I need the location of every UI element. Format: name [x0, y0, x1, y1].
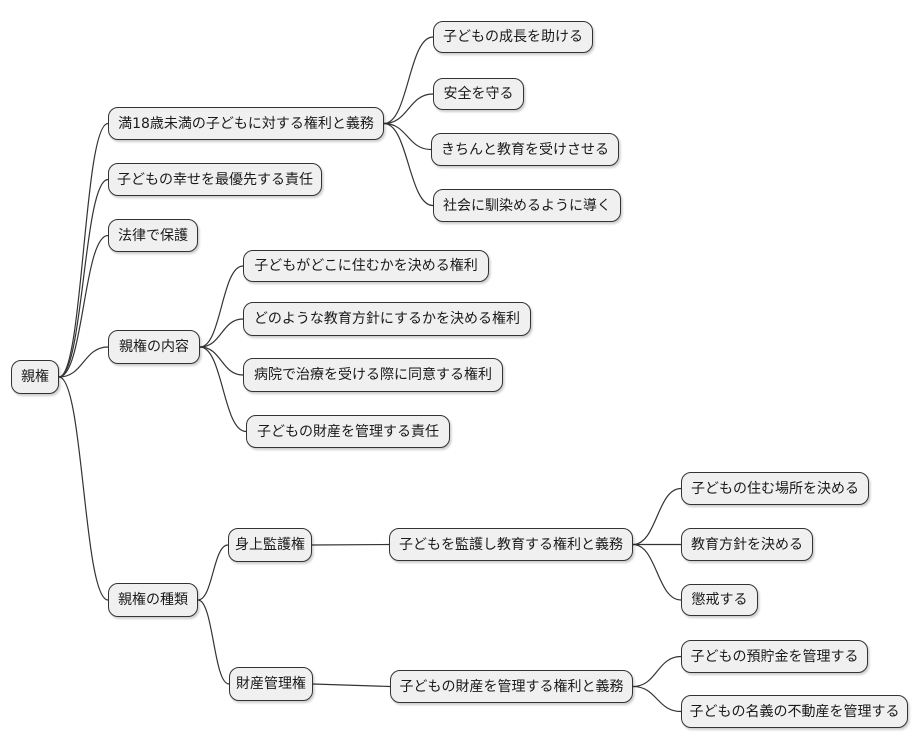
edge-n5-n5a	[197, 544, 229, 601]
node-decide-education-policy-right: どのような教育方針にするかを決める権利	[243, 302, 531, 336]
edge-n5b1-n5b1b	[632, 685, 682, 713]
edge-n4-n4a	[199, 265, 244, 348]
node-child-happiness-priority: 子どもの幸せを最優先する責任	[108, 163, 322, 196]
edge-n4-n4b	[199, 318, 244, 348]
node-help-child-growth: 子どもの成長を助ける	[433, 21, 593, 53]
node-manage-property-responsibility: 子どもの財産を管理する責任	[246, 415, 450, 448]
edge-n5b-n5b1	[312, 683, 391, 688]
node-protect-safety: 安全を守る	[433, 78, 524, 110]
edge-n5b1-n5b1a	[632, 655, 682, 688]
node-legal-protection: 法律で保護	[108, 219, 198, 252]
edge-n5a-n5a1	[311, 543, 390, 546]
node-decide-education-policy: 教育方針を決める	[681, 528, 813, 561]
edge-root-n5	[58, 376, 109, 601]
node-property-management-right: 財産管理権	[229, 667, 313, 701]
node-property-management-rights-duties: 子どもの財産を管理する権利と義務	[390, 670, 633, 703]
node-parental-authority: 親権	[11, 360, 59, 394]
edge-n4-n4d	[199, 346, 247, 433]
node-proper-education: きちんと教育を受けさせる	[431, 133, 619, 166]
node-shinken-contents: 親権の内容	[108, 330, 200, 364]
edge-n5a1-n5a1c	[632, 543, 682, 601]
edge-n4-n4c	[199, 346, 244, 376]
edge-root-n2	[58, 178, 109, 378]
node-consent-medical-treatment-right: 病院で治療を受ける際に同意する権利	[243, 358, 503, 392]
edge-root-n4	[58, 346, 109, 378]
edge-n1-n1d	[383, 122, 434, 207]
node-discipline: 懲戒する	[681, 584, 758, 616]
node-rights-duties-under-18: 満18歳未満の子どもに対する権利と義務	[108, 107, 384, 140]
edge-n5-n5b	[197, 599, 230, 685]
node-guide-socialization: 社会に馴染めるように導く	[433, 189, 621, 222]
node-manage-real-estate: 子どもの名義の不動産を管理する	[681, 695, 908, 728]
edge-n1-n1b	[383, 93, 434, 125]
edge-n1-n1c	[383, 122, 432, 151]
edge-root-n3	[58, 234, 109, 378]
edge-root-n1	[58, 122, 109, 378]
edge-n5a1-n5a1a	[632, 487, 682, 546]
node-personal-custody-right: 身上監護権	[228, 528, 312, 562]
edge-n1-n1a	[383, 36, 434, 125]
node-decide-residence-right: 子どもがどこに住むかを決める権利	[243, 250, 489, 282]
node-custody-education-rights-duties: 子どもを監護し教育する権利と義務	[389, 528, 633, 561]
node-shinken-types: 親権の種類	[108, 583, 198, 617]
node-decide-living-place: 子どもの住む場所を決める	[681, 472, 869, 505]
node-manage-savings: 子どもの預貯金を管理する	[681, 640, 868, 673]
